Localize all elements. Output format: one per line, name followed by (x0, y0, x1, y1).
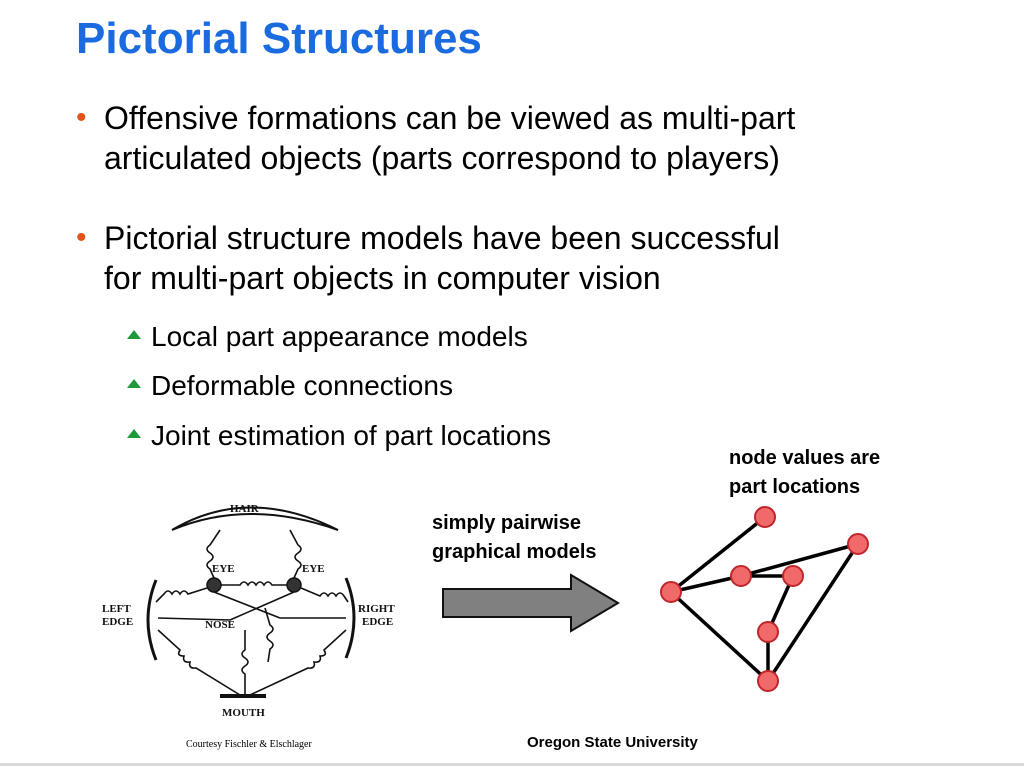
triangle-marker-icon (127, 379, 141, 388)
bullet-2: • Pictorial structure models have been s… (76, 218, 780, 298)
figure-credit: Courtesy Fischler & Elschlager (186, 739, 312, 750)
bullet-1: • Offensive formations can be viewed as … (76, 98, 796, 178)
sub-bullet-1: Local part appearance models (127, 320, 528, 354)
right-edge-label-1: RIGHT (358, 603, 395, 615)
graph-node (757, 670, 779, 692)
mouth-label: MOUTH (222, 707, 265, 719)
right-eye-label: EYE (302, 563, 325, 575)
hair-arc (171, 506, 339, 531)
left-edge-bracket (146, 579, 158, 661)
graph-node (730, 565, 752, 587)
right-edge-label-2: EDGE (362, 616, 393, 628)
graph-node (660, 581, 682, 603)
triangle-marker-icon (127, 429, 141, 438)
bullet-1-line-2: articulated objects (parts correspond to… (104, 140, 780, 176)
face-spring-model-figure: HAIR LEFT EDGE RIGHT EDGE EYE EYE NOSE M… (102, 503, 395, 719)
sub-bullet-2: Deformable connections (127, 369, 453, 403)
graph-nodes (660, 506, 869, 692)
graphical-model-diagram (660, 506, 869, 692)
bullet-2-line-2: for multi-part objects in computer visio… (104, 260, 661, 296)
graph-node (847, 533, 869, 555)
spring-connections (155, 529, 349, 696)
graph-caption-line-2: part locations (729, 476, 861, 498)
graph-node (754, 506, 776, 528)
left-eye-node (206, 577, 222, 593)
arrow-caption: simply pairwise graphical models (432, 509, 597, 567)
nose-label: NOSE (205, 619, 235, 631)
bullet-1-line-1: Offensive formations can be viewed as mu… (104, 100, 796, 136)
sub-bullet-3: Joint estimation of part locations (127, 419, 551, 453)
sub-bullet-1-text: Local part appearance models (151, 321, 528, 352)
graph-edges (669, 515, 860, 683)
right-edge-bracket (344, 577, 356, 659)
left-edge-label-2: EDGE (102, 616, 133, 628)
graph-caption: node values are part locations (729, 444, 880, 502)
sub-bullet-2-text: Deformable connections (151, 370, 453, 401)
bullet-marker: • (76, 101, 87, 134)
right-eye-node (286, 577, 302, 593)
graph-node (757, 621, 779, 643)
bullet-2-line-1: Pictorial structure models have been suc… (104, 220, 780, 256)
triangle-marker-icon (127, 330, 141, 339)
graph-node (782, 565, 804, 587)
bottom-divider (0, 763, 1024, 766)
arrow-caption-line-1: simply pairwise (432, 512, 581, 534)
arrow-caption-line-2: graphical models (432, 541, 597, 563)
left-edge-label-1: LEFT (102, 603, 131, 615)
footer-institution: Oregon State University (527, 734, 698, 751)
right-arrow-icon (442, 573, 620, 633)
left-eye-label: EYE (212, 563, 235, 575)
sub-bullet-3-text: Joint estimation of part locations (151, 420, 551, 451)
bullet-marker: • (76, 221, 87, 254)
hair-label: HAIR (230, 503, 260, 515)
slide-title: Pictorial Structures (76, 14, 482, 63)
mouth-bar (220, 694, 266, 698)
graph-caption-line-1: node values are (729, 447, 881, 469)
